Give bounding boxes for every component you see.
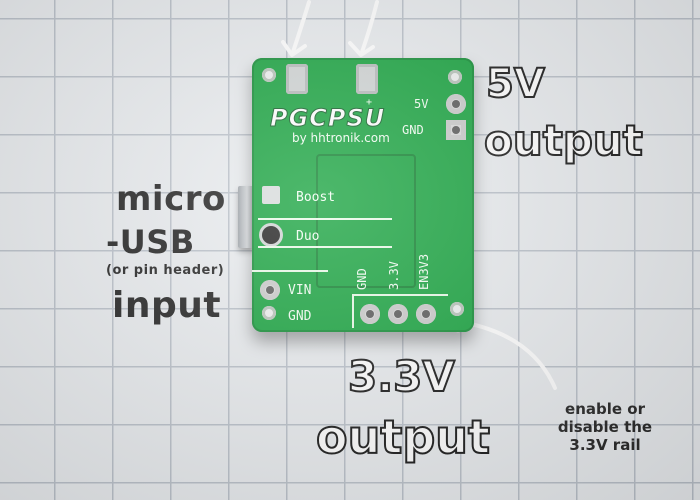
label-enable-note: enable or disable the 3.3V rail: [530, 400, 680, 454]
silk-5v: 5V: [414, 97, 429, 111]
pcb-board: + PGCPSU by hhtronik.com 5V GND Boost Du…: [252, 58, 474, 332]
board-name: PGCPSU: [269, 104, 386, 132]
mount-hole-bl: [262, 306, 276, 320]
battery-pad-minus: [286, 64, 308, 94]
arrow-top-right-head: [348, 41, 375, 57]
label-5v-output: output: [483, 116, 644, 165]
label-pin-header: (or pin header): [106, 263, 225, 278]
silk-33-frame-left: [352, 294, 354, 328]
label-enable-line2: disable the: [557, 418, 653, 436]
label-enable-line3: 3.3V rail: [569, 436, 641, 454]
mount-hole-tl: [262, 68, 276, 82]
battery-pad-plus: [356, 64, 378, 94]
label-micro: micro: [116, 179, 226, 219]
label-enable-line1: enable or: [565, 400, 645, 418]
pin-5v: [446, 94, 466, 114]
micro-usb-connector: [238, 186, 256, 248]
pin-rail-en: [416, 304, 436, 324]
arrow-top-left-head: [281, 40, 307, 57]
board-byline: by hhtronik.com: [292, 131, 390, 145]
silk-plus: +: [366, 97, 373, 108]
mount-hole-tr: [448, 70, 462, 84]
silk-en3v3: EN3V3: [417, 253, 431, 290]
arrow-top-right: [360, 0, 379, 54]
mount-hole-br: [450, 302, 464, 316]
duo-pad: [262, 226, 280, 244]
silk-33v: 3.3V: [387, 261, 401, 290]
pin-vin: [260, 280, 280, 300]
silk-gnd-top: GND: [402, 123, 424, 137]
converter-outline: [316, 154, 416, 288]
label-33v: 3.3V: [347, 352, 456, 401]
label-usb: -USB: [106, 223, 195, 261]
silk-gnd-bottom: GND: [288, 309, 312, 324]
silk-gnd-rail: GND: [355, 268, 369, 290]
pin-rail-33v: [388, 304, 408, 324]
label-33v-output: output: [315, 410, 491, 464]
pin-gnd-5v: [446, 120, 466, 140]
boost-pad: [262, 186, 280, 204]
silk-vin: VIN: [288, 283, 312, 298]
pin-rail-gnd: [360, 304, 380, 324]
label-5v: 5V: [485, 61, 546, 107]
arrow-top-left: [291, 0, 311, 54]
silk-vin-frame-top: [252, 270, 328, 272]
label-input: input: [112, 285, 222, 326]
silk-jumper-frame-b: [258, 246, 392, 248]
silk-33-frame-top: [352, 294, 448, 296]
silk-duo: Duo: [296, 229, 320, 244]
silk-jumper-frame: [258, 218, 392, 220]
silk-boost: Boost: [296, 190, 336, 205]
